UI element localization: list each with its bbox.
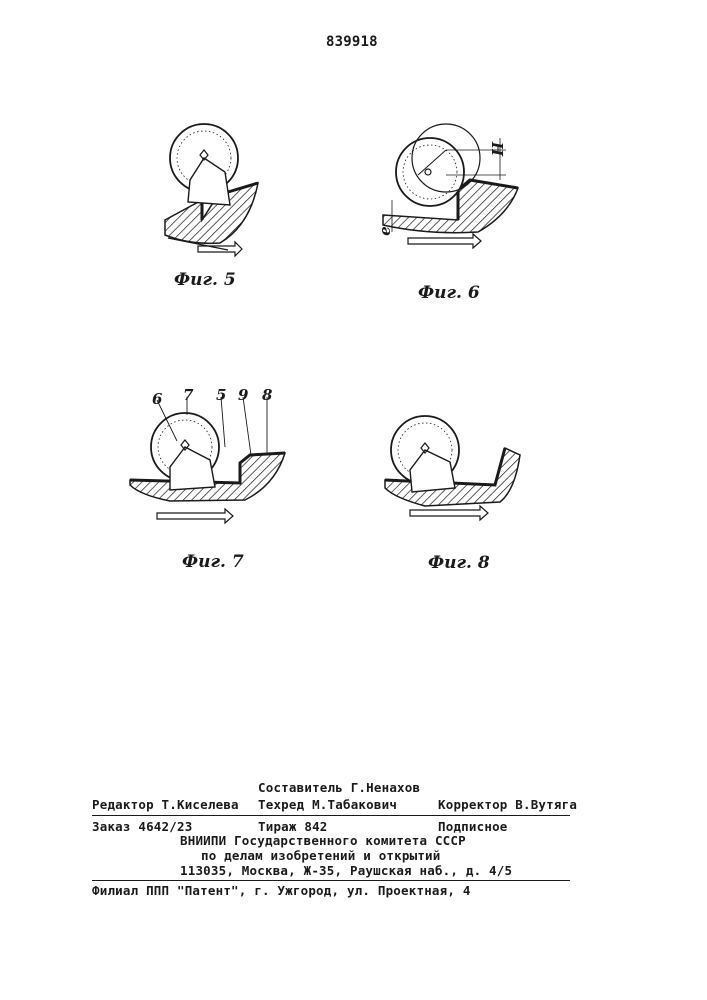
figure-7-label-7: 7	[183, 386, 193, 404]
figure-7-caption: Фиг. 7	[182, 552, 244, 572]
figure-7-label-5: 5	[216, 386, 226, 404]
editor: Редактор Т.Киселева	[92, 797, 239, 812]
figure-8-caption: Фиг. 8	[428, 553, 490, 573]
divider-2	[92, 880, 570, 881]
patent-number: 839918	[326, 34, 378, 50]
figure-6-caption: Фиг. 6	[418, 283, 480, 303]
figure-5-drawing	[150, 110, 280, 260]
org-line-1: ВНИИПИ Государственного комитета СССР	[180, 833, 466, 848]
org-line-3: 113035, Москва, Ж-35, Раушская наб., д. …	[180, 863, 512, 878]
tech-editor: Техред М.Табакович	[258, 797, 397, 812]
figure-6-label-e: e	[376, 226, 394, 236]
branch-address: Филиал ППП "Патент", г. Ужгород, ул. Про…	[92, 883, 471, 898]
subscription: Подписное	[438, 819, 508, 834]
proofreader: Корректор В.Вутяга	[438, 797, 577, 812]
divider-1	[92, 815, 570, 816]
figure-6-label-h: H	[488, 142, 506, 156]
compiler: Составитель Г.Ненахов	[258, 780, 420, 795]
figure-7-label-9: 9	[238, 386, 248, 404]
figure-7-drawing	[125, 405, 300, 535]
figure-7-label-8: 8	[262, 386, 272, 404]
figure-7-label-6: 6	[152, 390, 162, 408]
figure-5-caption: Фиг. 5	[174, 270, 236, 290]
figure-8-drawing	[380, 410, 525, 530]
org-line-2: по делам изобретений и открытий	[201, 848, 441, 863]
circulation: Тираж 842	[258, 819, 328, 834]
order-number: Заказ 4642/23	[92, 819, 192, 834]
